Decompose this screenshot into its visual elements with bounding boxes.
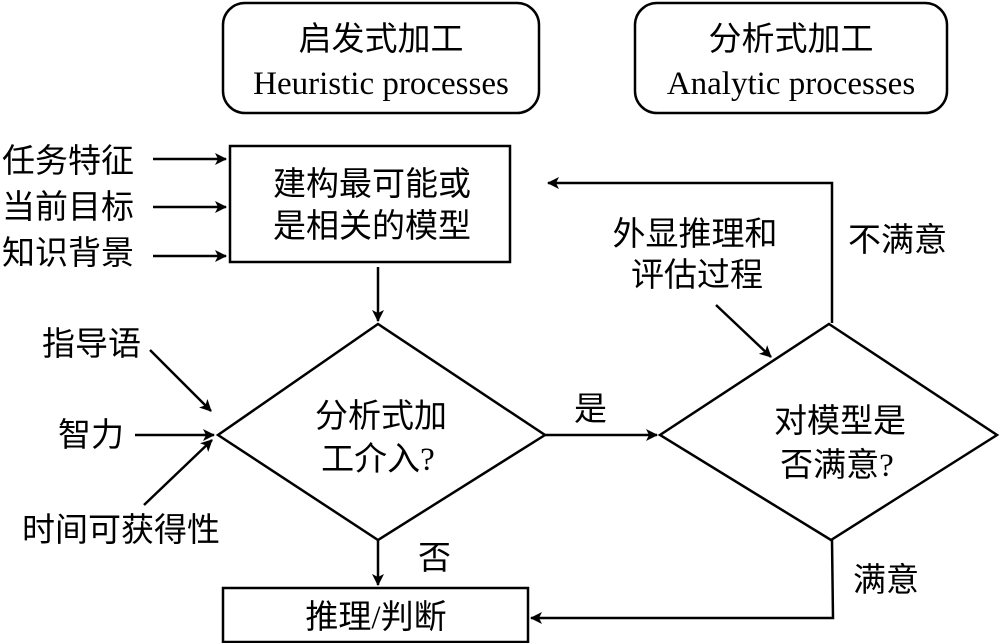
label-satisfied: 满意 xyxy=(853,562,919,599)
decision2-diamond xyxy=(657,322,1000,542)
input-current-goal: 当前目标 xyxy=(2,189,134,226)
heuristic-en-label: Heuristic processes xyxy=(253,66,509,102)
arrow-unsatisfied-loop xyxy=(547,177,834,323)
decision1-line2: 工介入? xyxy=(321,442,435,478)
output-box-frame xyxy=(221,586,530,643)
input-task-features: 任务特征 xyxy=(2,143,134,180)
input-instruction: 指导语 xyxy=(42,326,141,363)
decision1-line1: 分析式加 xyxy=(315,398,447,435)
output-reasoning-judgment-box: 推理/判断 xyxy=(221,586,530,643)
input-intelligence: 智力 xyxy=(58,417,124,454)
arrow-time-availability xyxy=(143,439,213,506)
decision-analytic-intervention: 分析式加 工介入? xyxy=(215,322,548,542)
decision-model-satisfied: 对模型是 否满意? xyxy=(657,322,1000,542)
model-box-line1: 建构最可能或 xyxy=(273,166,471,203)
label-no: 否 xyxy=(418,541,451,577)
arrow-explicit-reasoning xyxy=(715,304,772,358)
arrow-instruction xyxy=(149,349,212,412)
model-construction-box: 建构最可能或 是相关的模型 xyxy=(228,144,512,264)
explicit-reasoning-line1: 外显推理和 xyxy=(613,216,778,253)
heuristic-box-frame xyxy=(221,1,541,115)
input-time-availability: 时间可获得性 xyxy=(22,512,220,549)
arrow-satisfied xyxy=(530,539,835,624)
analytic-en-label: Analytic processes xyxy=(667,66,915,102)
input-knowledge-background: 知识背景 xyxy=(2,235,134,272)
explicit-reasoning-line2: 评估过程 xyxy=(631,257,763,294)
analytic-header-box: 分析式加工 Analytic processes xyxy=(633,1,949,115)
output-box-label: 推理/判断 xyxy=(305,599,446,636)
heuristic-zh-label: 启发式加工 xyxy=(299,21,464,58)
decision2-line1: 对模型是 xyxy=(774,403,906,440)
analytic-box-frame xyxy=(633,1,949,115)
model-box-line2: 是相关的模型 xyxy=(273,208,471,245)
analytic-zh-label: 分析式加工 xyxy=(709,21,874,58)
label-yes: 是 xyxy=(574,392,607,428)
label-unsatisfied: 不满意 xyxy=(848,222,947,259)
model-box-frame xyxy=(228,144,512,264)
heuristic-header-box: 启发式加工 Heuristic processes xyxy=(221,1,541,115)
decision2-line2: 否满意? xyxy=(780,447,894,484)
